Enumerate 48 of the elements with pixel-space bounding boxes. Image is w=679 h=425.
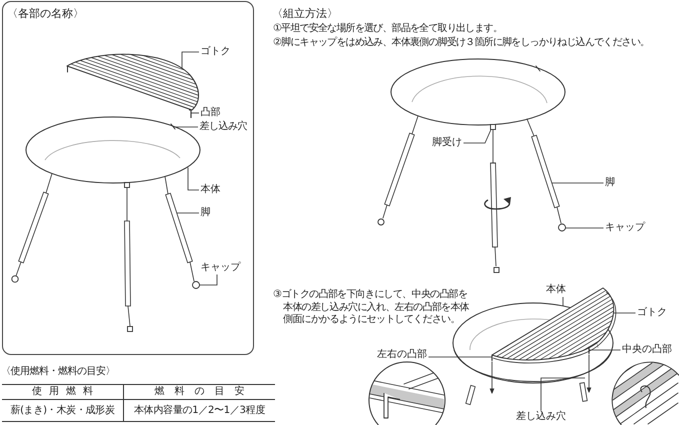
part-label: キャップ xyxy=(605,222,645,234)
part-label: ゴトク xyxy=(200,46,230,58)
leg-drawing xyxy=(164,176,194,281)
part-label: 本体 xyxy=(546,284,566,296)
part-label: 差し込み穴 xyxy=(516,411,566,423)
leader-line xyxy=(174,126,198,128)
leader-line xyxy=(182,52,200,68)
leader-line xyxy=(540,378,586,411)
leader-line xyxy=(614,312,636,314)
section-heading: 〈組立方法〉 xyxy=(272,7,338,20)
leg-drawing xyxy=(526,118,562,224)
grate-tab xyxy=(188,108,192,118)
arrow xyxy=(490,361,494,394)
instruction-text: ③ゴトクの凸部を下向きにして、中央の凸部を本体の差し込み穴に入れ、左右の凸部を本体側面にかかるようにセットしてください。 xyxy=(273,289,470,326)
leader-line xyxy=(562,296,564,306)
section-heading: 〈使用燃料・燃料の目安〉 xyxy=(1,366,115,378)
section-heading: 〈各部の名称〉 xyxy=(7,7,84,20)
leader-line xyxy=(176,212,200,214)
leader-line xyxy=(188,167,200,190)
column-header: 使用燃料 xyxy=(2,384,124,400)
leader-line xyxy=(463,129,492,144)
part-label: 凸部 xyxy=(200,106,220,118)
leader-line xyxy=(198,274,218,286)
table-cell: 薪(まき)・木炭・成形炭 xyxy=(2,400,124,422)
part-label: 脚 xyxy=(200,206,210,218)
part-label: 差し込み穴 xyxy=(200,120,247,132)
part-label: 中央の凸部 xyxy=(622,344,672,356)
leader-line xyxy=(190,112,200,114)
leg-socket xyxy=(490,124,496,130)
grate-drawing xyxy=(66,53,198,110)
part-label: キャップ xyxy=(200,262,240,274)
column-header: 燃料の目安 xyxy=(124,384,275,400)
leg-cap xyxy=(558,224,566,232)
leader-line xyxy=(428,356,492,358)
part-label: 本体 xyxy=(200,184,220,196)
leg-cap xyxy=(192,280,200,288)
instruction-text: ①平坦で安全な場所を選び、部品を全て取り出します。 xyxy=(273,23,502,35)
hole-notch xyxy=(170,123,175,129)
leader-line xyxy=(552,182,604,184)
part-label: 脚受け xyxy=(432,137,462,149)
part-label: ゴトク xyxy=(637,307,667,319)
arrow xyxy=(586,354,592,393)
table-cell: 本体内容量の1／2〜1／3程度 xyxy=(124,400,275,422)
bowl-drawing xyxy=(25,116,200,183)
instruction-text: ②脚にキャップをはめ込み、本体裏側の脚受け３箇所に脚をしっかりねじ込んでください。 xyxy=(273,37,650,49)
panel xyxy=(2,1,254,355)
part-label: 脚 xyxy=(605,177,615,189)
part-label: 左右の凸部 xyxy=(377,349,427,361)
